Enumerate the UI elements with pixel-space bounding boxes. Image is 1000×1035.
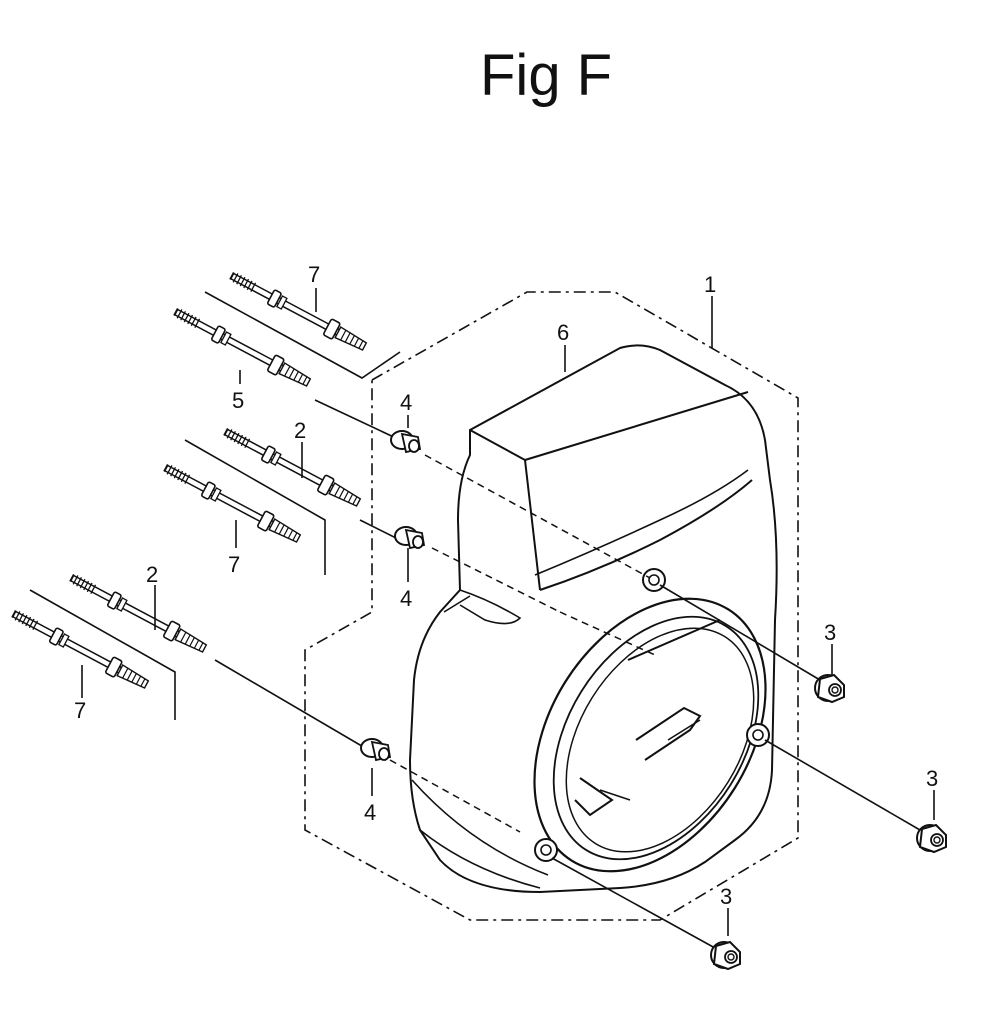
callout-7: 7 (74, 698, 86, 723)
stud-bolt-icon (170, 303, 314, 392)
callout-7: 7 (228, 552, 240, 577)
callout-6: 6 (557, 320, 569, 345)
callout-4: 4 (400, 586, 412, 611)
stud-bolt-icon (66, 569, 210, 658)
callout-3: 3 (824, 620, 836, 645)
collar-icon (360, 738, 391, 761)
collar-icon (394, 526, 425, 549)
callout-3: 3 (926, 766, 938, 791)
flange-nut-icon (710, 941, 741, 970)
stud-bolt-icon (226, 267, 370, 356)
flange-nut-icon (814, 674, 845, 703)
callout-4: 4 (364, 800, 376, 825)
callout-2: 2 (146, 562, 158, 587)
stud-bolt-icon (220, 423, 364, 512)
assembly-boundary-outline (304, 291, 799, 921)
callout-2: 2 (294, 418, 306, 443)
callout-3: 3 (720, 884, 732, 909)
fan-cover-icon (408, 344, 778, 894)
callout-7: 7 (308, 262, 320, 287)
callout-1: 1 (704, 272, 716, 297)
callout-4: 4 (400, 390, 412, 415)
flange-nut-icon (916, 824, 947, 853)
stud-bolt-icon (160, 459, 304, 548)
figure-title: Fig F (480, 43, 613, 108)
callout-5: 5 (232, 388, 244, 413)
collar-icon (390, 430, 421, 453)
alignment-lines (29, 288, 935, 949)
